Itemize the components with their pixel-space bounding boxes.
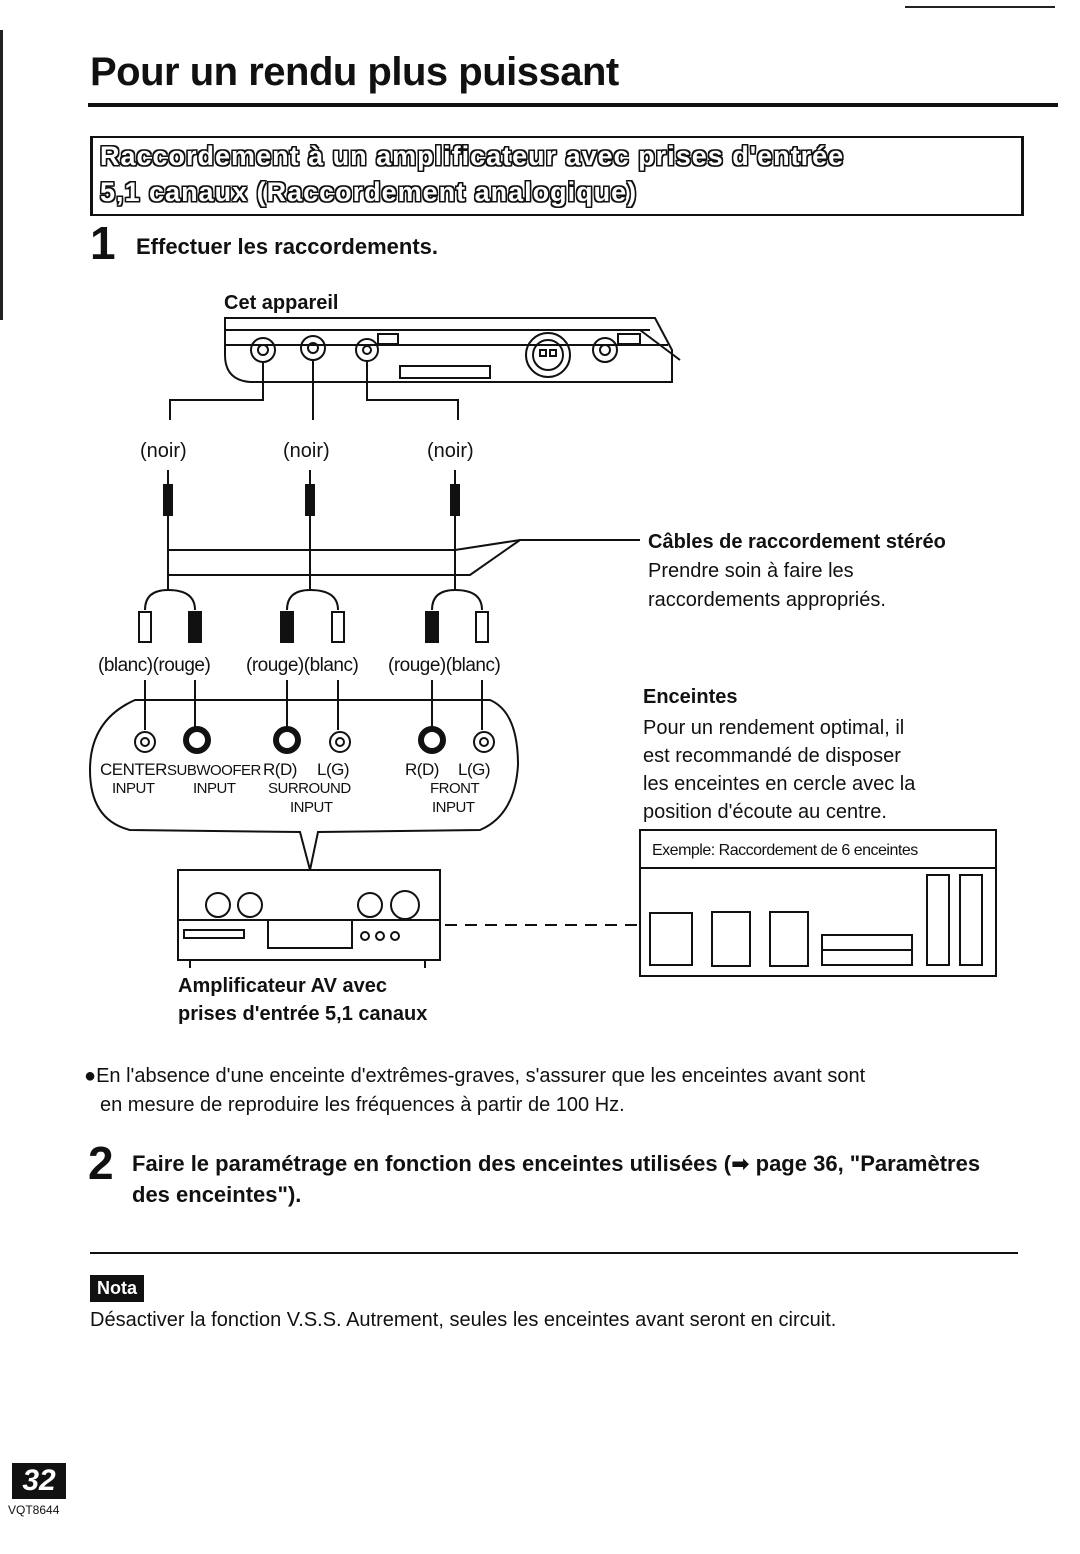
input-subwoofer: SUBWOOFER — [167, 762, 261, 779]
input-front-rd: R(D) — [405, 760, 439, 779]
connector-colors-1: (blanc)(rouge) — [98, 655, 211, 676]
section-heading-line2: 5,1 canaux (Raccordement analogique) — [100, 177, 638, 207]
plug-label-2: (noir) — [283, 440, 330, 462]
speakers-text-line4: position d'écoute au centre. — [643, 801, 887, 823]
bullet-note-line2: en mesure de reproduire les fréquences à… — [100, 1094, 625, 1116]
cable-title: Câbles de raccordement stéréo — [648, 531, 946, 553]
example-label: Exemple: Raccordement de 6 enceintes — [652, 842, 918, 859]
connector-colors-2: (rouge)(blanc) — [246, 655, 359, 676]
amp-label-line1: Amplificateur AV avec — [178, 975, 387, 997]
title-underline — [88, 103, 1058, 107]
plug-label-3: (noir) — [427, 440, 474, 462]
speakers-title: Enceintes — [643, 686, 738, 708]
page-title: Pour un rendu plus puissant — [90, 50, 619, 94]
input-surround-rd: R(D) — [263, 760, 297, 779]
input-surround-sub2: INPUT — [290, 799, 333, 816]
section-heading: Raccordement à un amplificateur avec pri… — [100, 138, 1000, 210]
amplifier-illustration — [177, 869, 441, 968]
bullet-note-line1: ●En l'absence d'une enceinte d'extrêmes-… — [84, 1065, 866, 1087]
input-surround-lg: L(G) — [317, 760, 350, 779]
device-label: Cet appareil — [224, 292, 339, 314]
device-illustration — [224, 317, 681, 383]
input-center: CENTER — [100, 760, 167, 779]
side-rule — [0, 30, 3, 320]
plug-label-1: (noir) — [140, 440, 187, 462]
input-subwoofer-sub: INPUT — [193, 780, 236, 797]
speakers-text: Pour un rendement optimal, il est recomm… — [643, 714, 915, 826]
cable-note-line2: raccordements appropriés. — [648, 589, 886, 611]
bullet-note: ●En l'absence d'une enceinte d'extrêmes-… — [84, 1062, 1034, 1120]
input-surround-sub1: SURROUND — [268, 780, 351, 797]
speakers-text-line3: les enceintes en cercle avec la — [643, 773, 916, 795]
page-number-badge: 32 — [12, 1463, 66, 1499]
step-2-number: 2 — [88, 1137, 114, 1189]
section-heading-line1: Raccordement à un amplificateur avec pri… — [100, 141, 845, 171]
cable-note-line1: Prendre soin à faire les — [648, 560, 854, 582]
nota-badge: Nota — [90, 1275, 144, 1302]
step-1-number: 1 — [90, 217, 116, 269]
connector-colors-3: (rouge)(blanc) — [388, 655, 501, 676]
input-center-sub: INPUT — [112, 780, 155, 797]
nota-text: Désactiver la fonction V.S.S. Autrement,… — [90, 1309, 837, 1331]
section-heading-box — [90, 136, 1024, 216]
top-rule — [905, 6, 1055, 8]
step-1-text: Effectuer les raccordements. — [136, 234, 439, 259]
speakers-text-line1: Pour un rendement optimal, il — [643, 717, 905, 739]
doc-code: VQT8644 — [8, 1503, 60, 1517]
input-front-sub2: INPUT — [432, 799, 475, 816]
amp-label-line2: prises d'entrée 5,1 canaux — [178, 1003, 428, 1025]
speakers-text-line2: est recommandé de disposer — [643, 745, 901, 767]
step-2-text: Faire le paramétrage en fonction des enc… — [132, 1151, 981, 1207]
input-front-lg: L(G) — [458, 760, 491, 779]
input-front-sub1: FRONT — [430, 780, 480, 797]
